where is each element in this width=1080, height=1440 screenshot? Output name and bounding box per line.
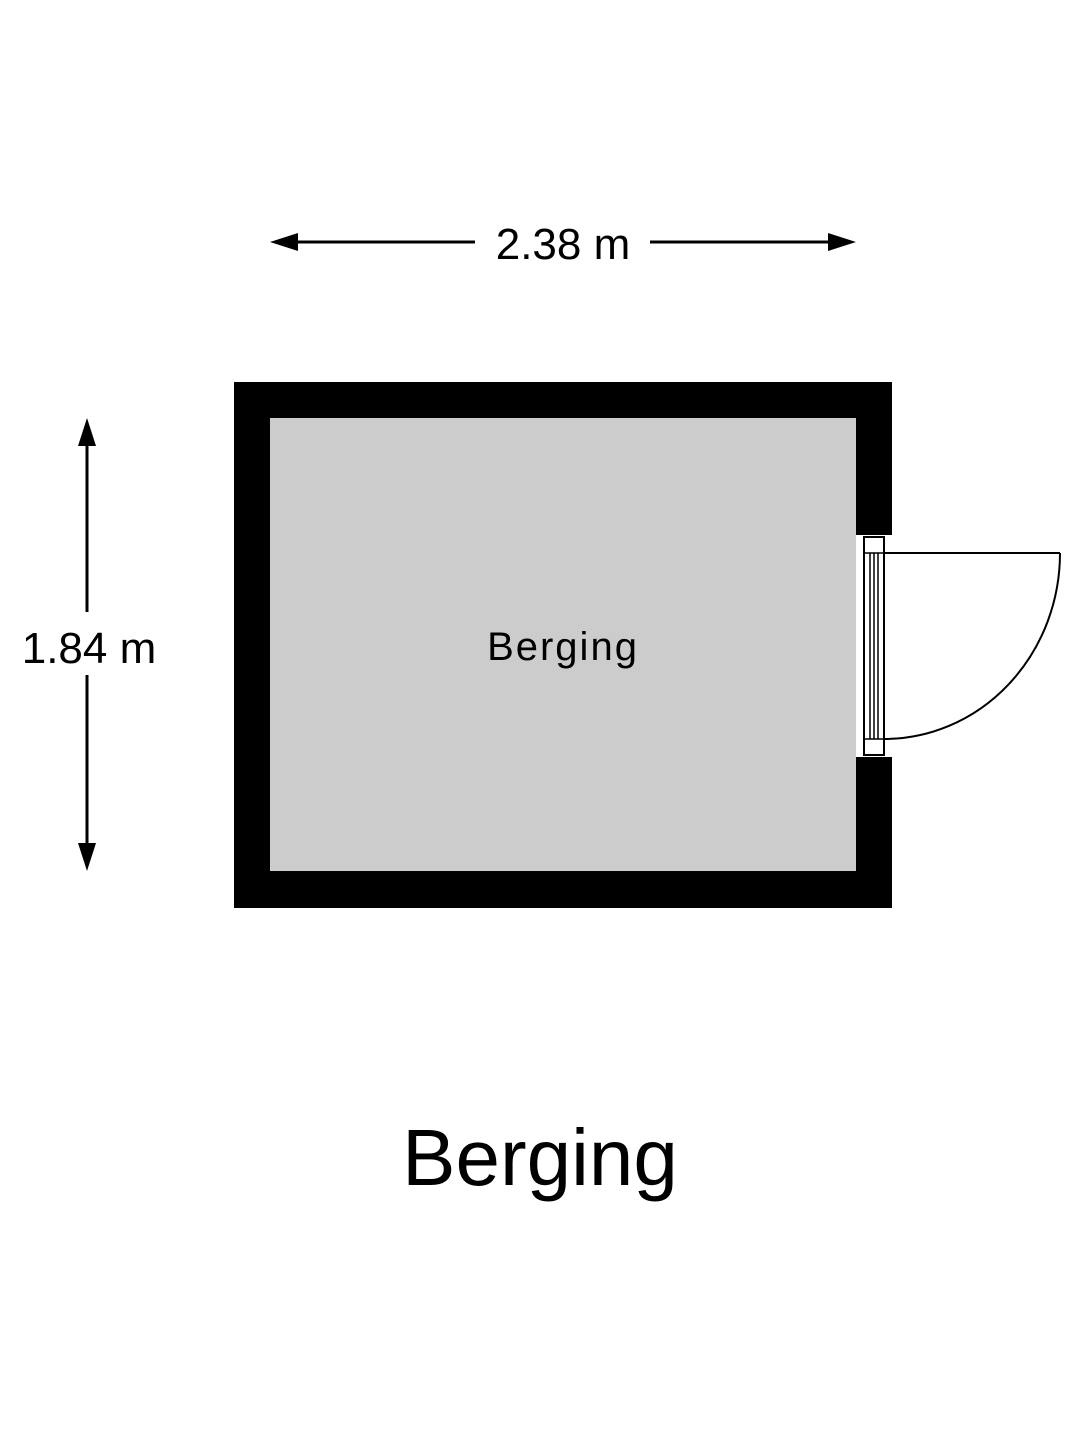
width-dimension-label: 2.38 m xyxy=(496,220,631,269)
height-arrow-bottom xyxy=(78,843,96,871)
wall-right-upper xyxy=(856,382,892,535)
height-dimension-label: 1.84 m xyxy=(22,624,157,673)
wall-right-lower xyxy=(856,757,892,908)
room-floor xyxy=(270,418,856,871)
floor-title: Berging xyxy=(402,1113,678,1202)
wall-bottom xyxy=(234,871,892,908)
width-dimension: 2.38 m xyxy=(270,220,856,269)
wall-left xyxy=(234,382,270,908)
wall-top xyxy=(234,382,892,418)
door xyxy=(863,536,1061,756)
width-arrow-right xyxy=(828,233,856,251)
height-dimension: 1.84 m xyxy=(22,418,157,871)
walls xyxy=(234,382,892,908)
width-arrow-left xyxy=(270,233,298,251)
door-swing-arc xyxy=(883,552,1061,740)
room-label: Berging xyxy=(487,625,639,669)
height-arrow-top xyxy=(78,418,96,446)
